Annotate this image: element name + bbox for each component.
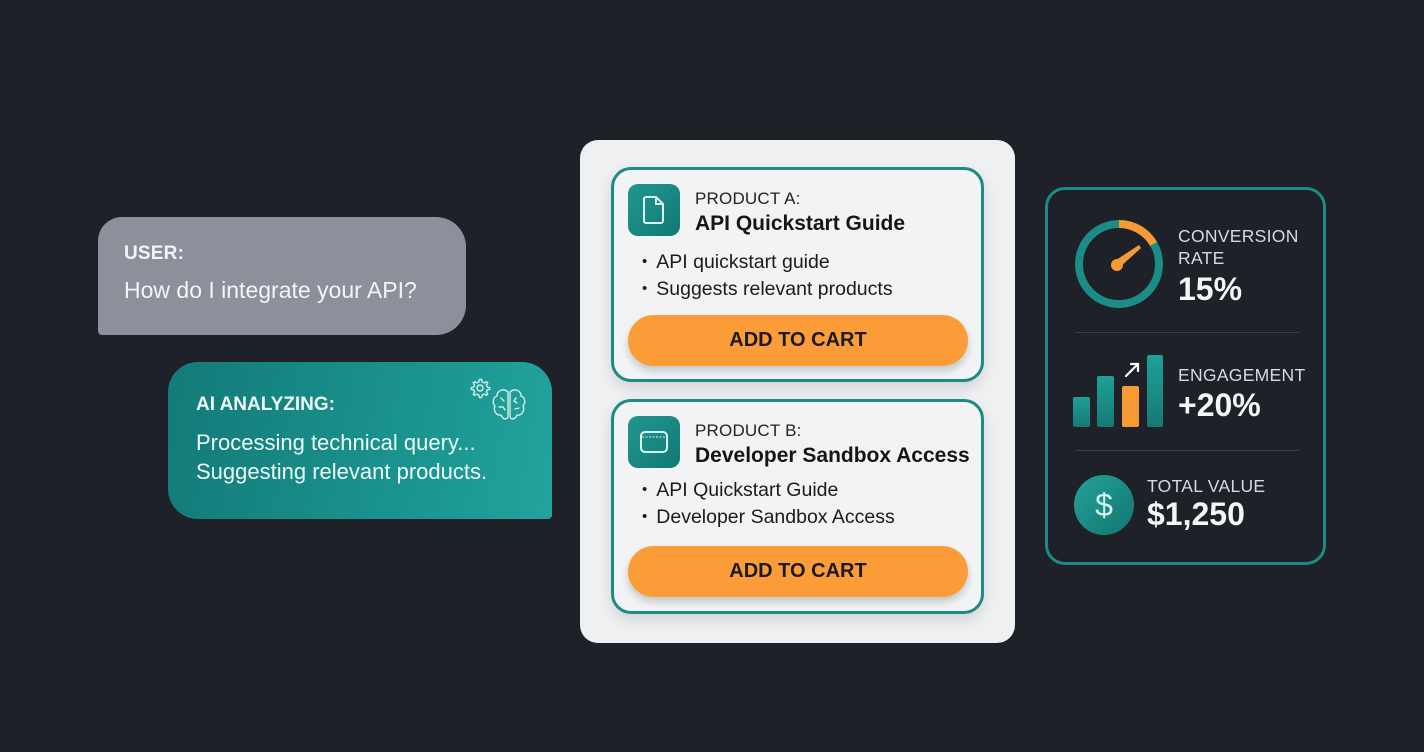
- total-value-label: TOTAL VALUE: [1147, 476, 1266, 496]
- engagement-value: +20%: [1178, 387, 1261, 423]
- ai-status-line: Suggesting relevant products.: [196, 459, 488, 484]
- ai-analyzing-bubble: AI ANALYZING: Processing technical query…: [168, 362, 552, 519]
- bar-chart-up-icon: [1073, 352, 1169, 437]
- ai-icons: [468, 376, 530, 429]
- product-features: API quickstart guide Suggests relevant p…: [642, 250, 893, 304]
- brain-icon: [492, 389, 526, 420]
- product-recommendations-panel: PRODUCT A: API Quickstart Guide API quic…: [580, 140, 1015, 643]
- svg-text:$: $: [1095, 487, 1113, 523]
- gauge-icon: [1073, 218, 1165, 315]
- engagement-label: ENGAGEMENT: [1178, 365, 1306, 385]
- ai-label: AI ANALYZING:: [196, 394, 335, 415]
- dollar-icon: $: [1073, 474, 1135, 541]
- product-card-a: PRODUCT A: API Quickstart Guide API quic…: [611, 167, 984, 382]
- gear-icon: [470, 378, 491, 399]
- conversion-rate-label: CONVERSION RATE: [1178, 226, 1299, 268]
- add-to-cart-button[interactable]: ADD TO CART: [628, 315, 968, 366]
- total-value-amount: $1,250: [1147, 496, 1245, 532]
- feature-item: API Quickstart Guide: [642, 478, 895, 505]
- ai-status-line: Processing technical query...: [196, 430, 476, 455]
- user-label: USER:: [124, 243, 185, 264]
- product-tag: PRODUCT A:: [695, 189, 801, 208]
- product-card-b: PRODUCT B: Developer Sandbox Access API …: [611, 399, 984, 614]
- browser-window-icon: [628, 416, 680, 468]
- product-title: Developer Sandbox Access: [695, 444, 970, 467]
- metrics-panel: CONVERSION RATE 15% ENGAGEMENT +20%: [1045, 187, 1326, 565]
- divider: [1075, 450, 1299, 451]
- conversion-rate-value: 15%: [1178, 271, 1243, 307]
- product-tag: PRODUCT B:: [695, 421, 802, 440]
- add-to-cart-button[interactable]: ADD TO CART: [628, 546, 968, 597]
- user-message-text: How do I integrate your API?: [124, 277, 417, 303]
- feature-item: Suggests relevant products: [642, 277, 892, 304]
- divider: [1075, 332, 1299, 333]
- product-title: API Quickstart Guide: [695, 212, 906, 235]
- document-icon: [628, 184, 680, 236]
- user-message-bubble: USER: How do I integrate your API?: [98, 217, 466, 335]
- feature-item: Developer Sandbox Access: [642, 505, 894, 532]
- product-features: API Quickstart Guide Developer Sandbox A…: [642, 478, 895, 532]
- feature-item: API quickstart guide: [642, 250, 893, 277]
